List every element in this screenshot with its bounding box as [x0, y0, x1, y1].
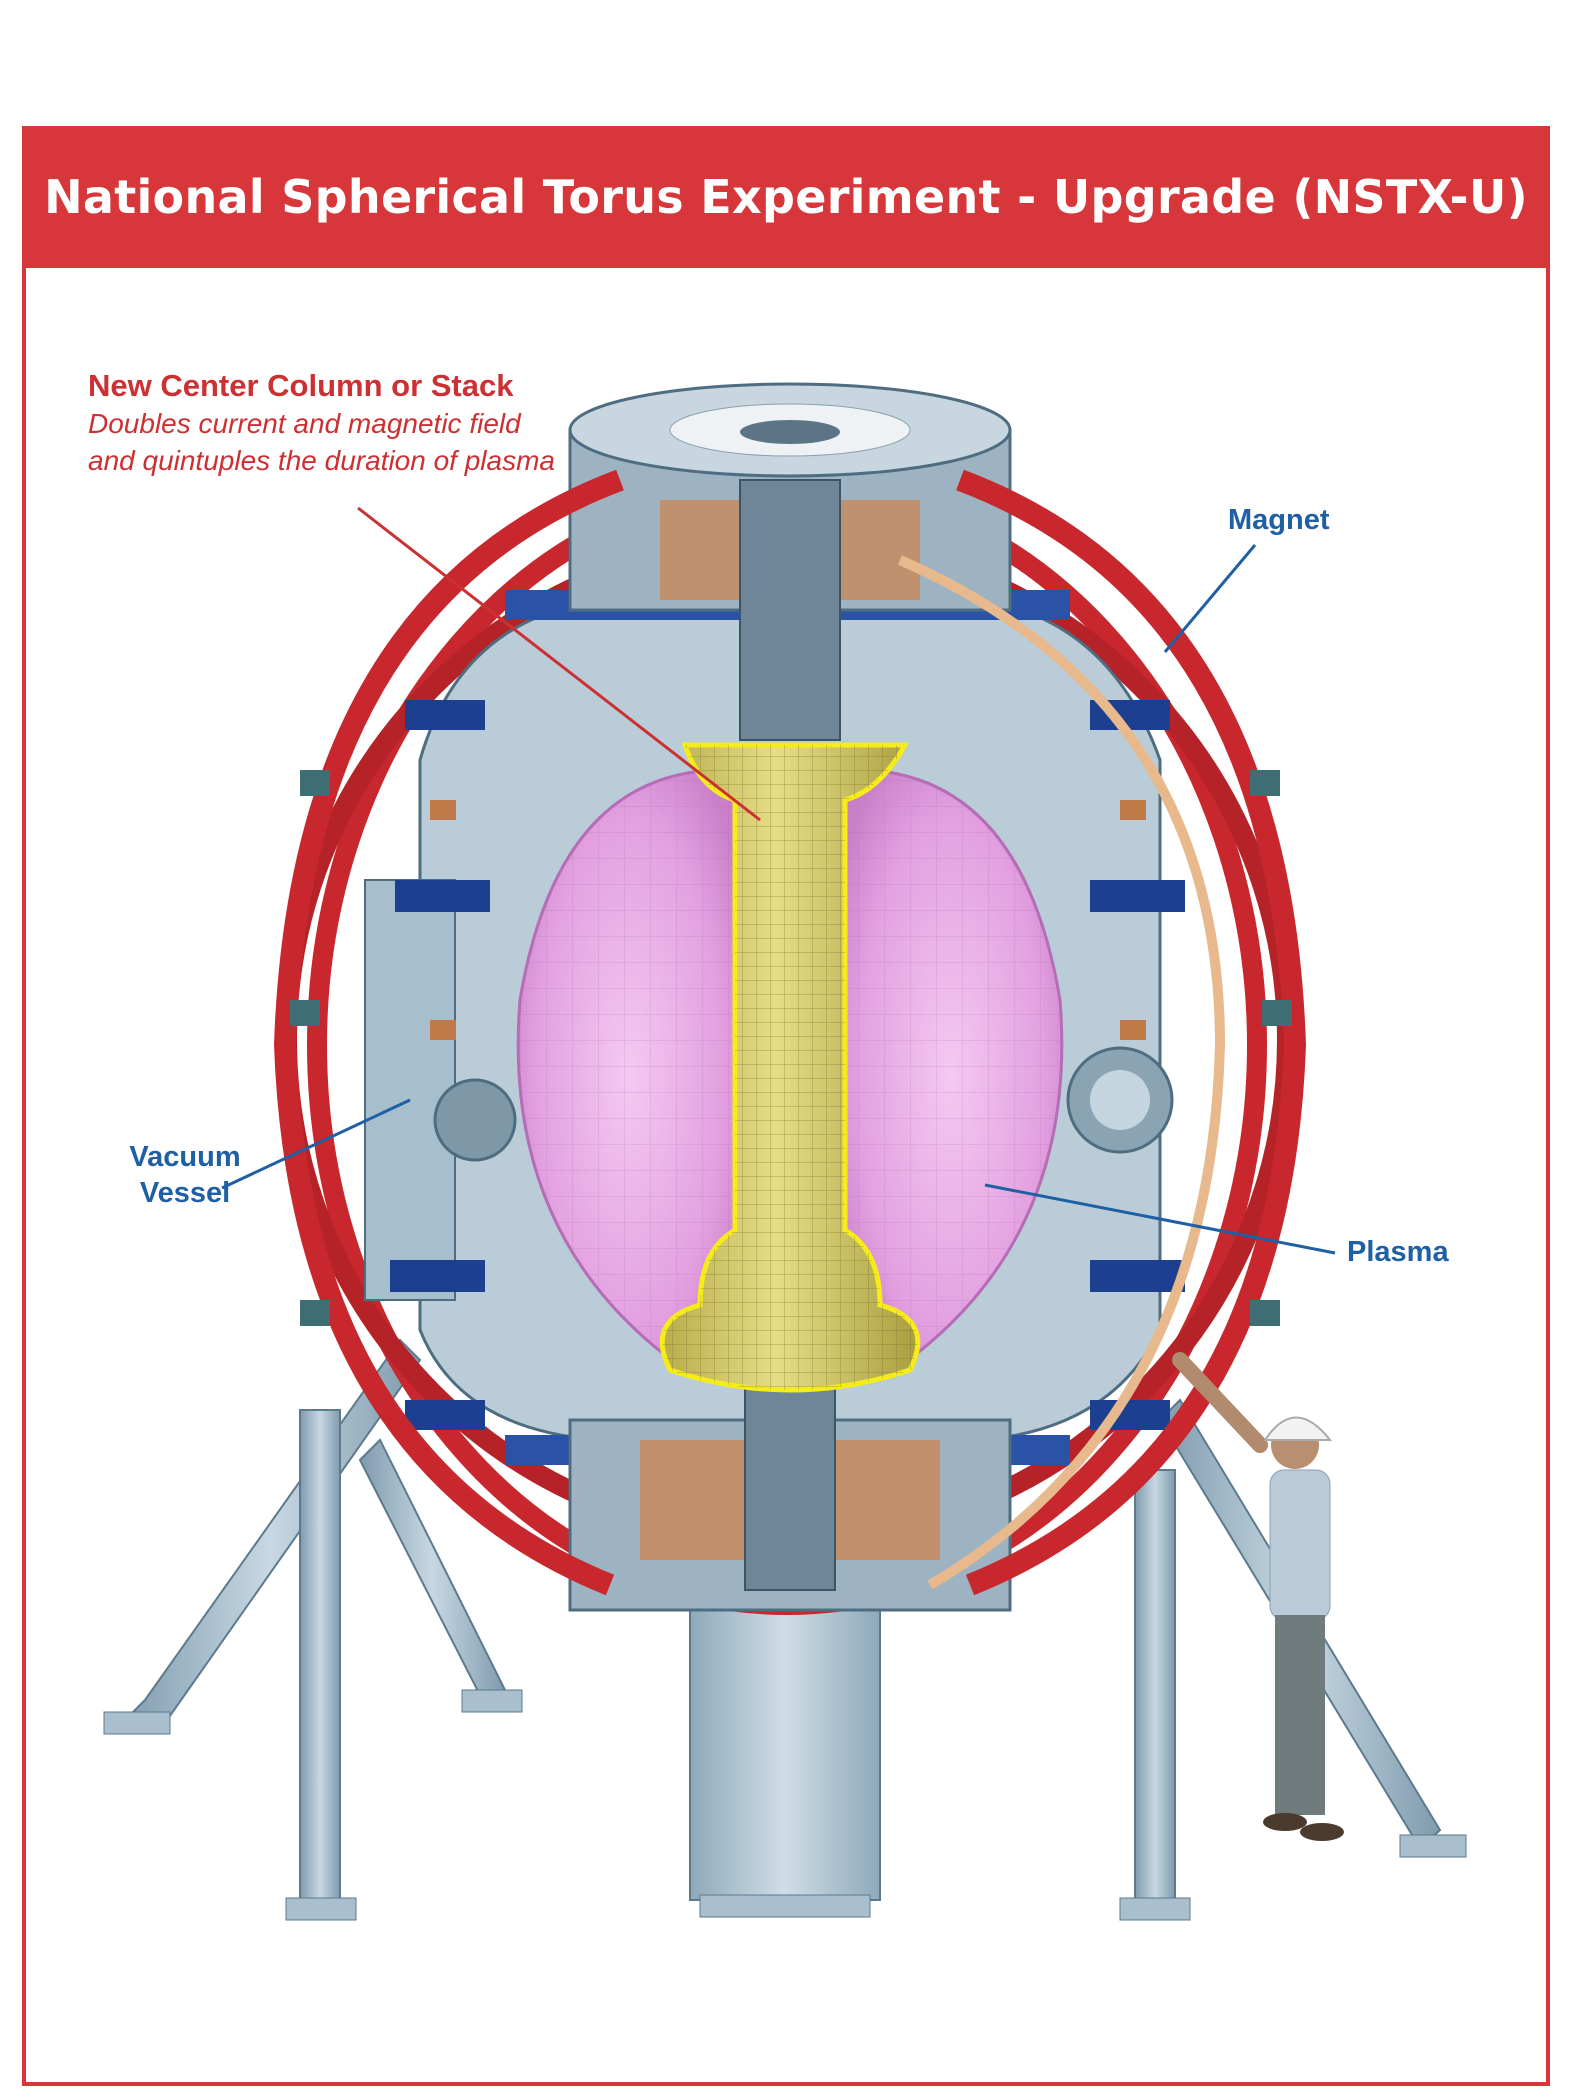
vacuum-vessel-leader — [221, 1098, 411, 1190]
center-column — [659, 742, 921, 1393]
magnet-label: Magnet — [1228, 504, 1330, 536]
plasma-leader — [984, 1183, 1336, 1255]
page-title: National Spherical Torus Experiment - Up… — [44, 170, 1528, 224]
plasma — [516, 768, 1064, 1382]
center-column-leader — [357, 506, 761, 822]
person-figure — [1172, 1352, 1344, 1841]
center-column-callout: New Center Column or Stack Doubles curre… — [88, 367, 558, 479]
ring-clamps — [290, 770, 1292, 1326]
vacuum-vessel-label: Vacuum Vessel — [129, 1141, 241, 1209]
title-banner: National Spherical Torus Experiment - Up… — [22, 126, 1550, 268]
center-column-description: Doubles current and magnetic field and q… — [88, 408, 555, 476]
magnet-rings-front — [273, 469, 1307, 1596]
leader-lines — [221, 506, 1336, 1255]
center-column-heading: New Center Column or Stack — [88, 368, 514, 403]
support-legs — [103, 1338, 1467, 1921]
plasma-label: Plasma — [1347, 1236, 1449, 1268]
magnet-leader — [1163, 544, 1257, 653]
